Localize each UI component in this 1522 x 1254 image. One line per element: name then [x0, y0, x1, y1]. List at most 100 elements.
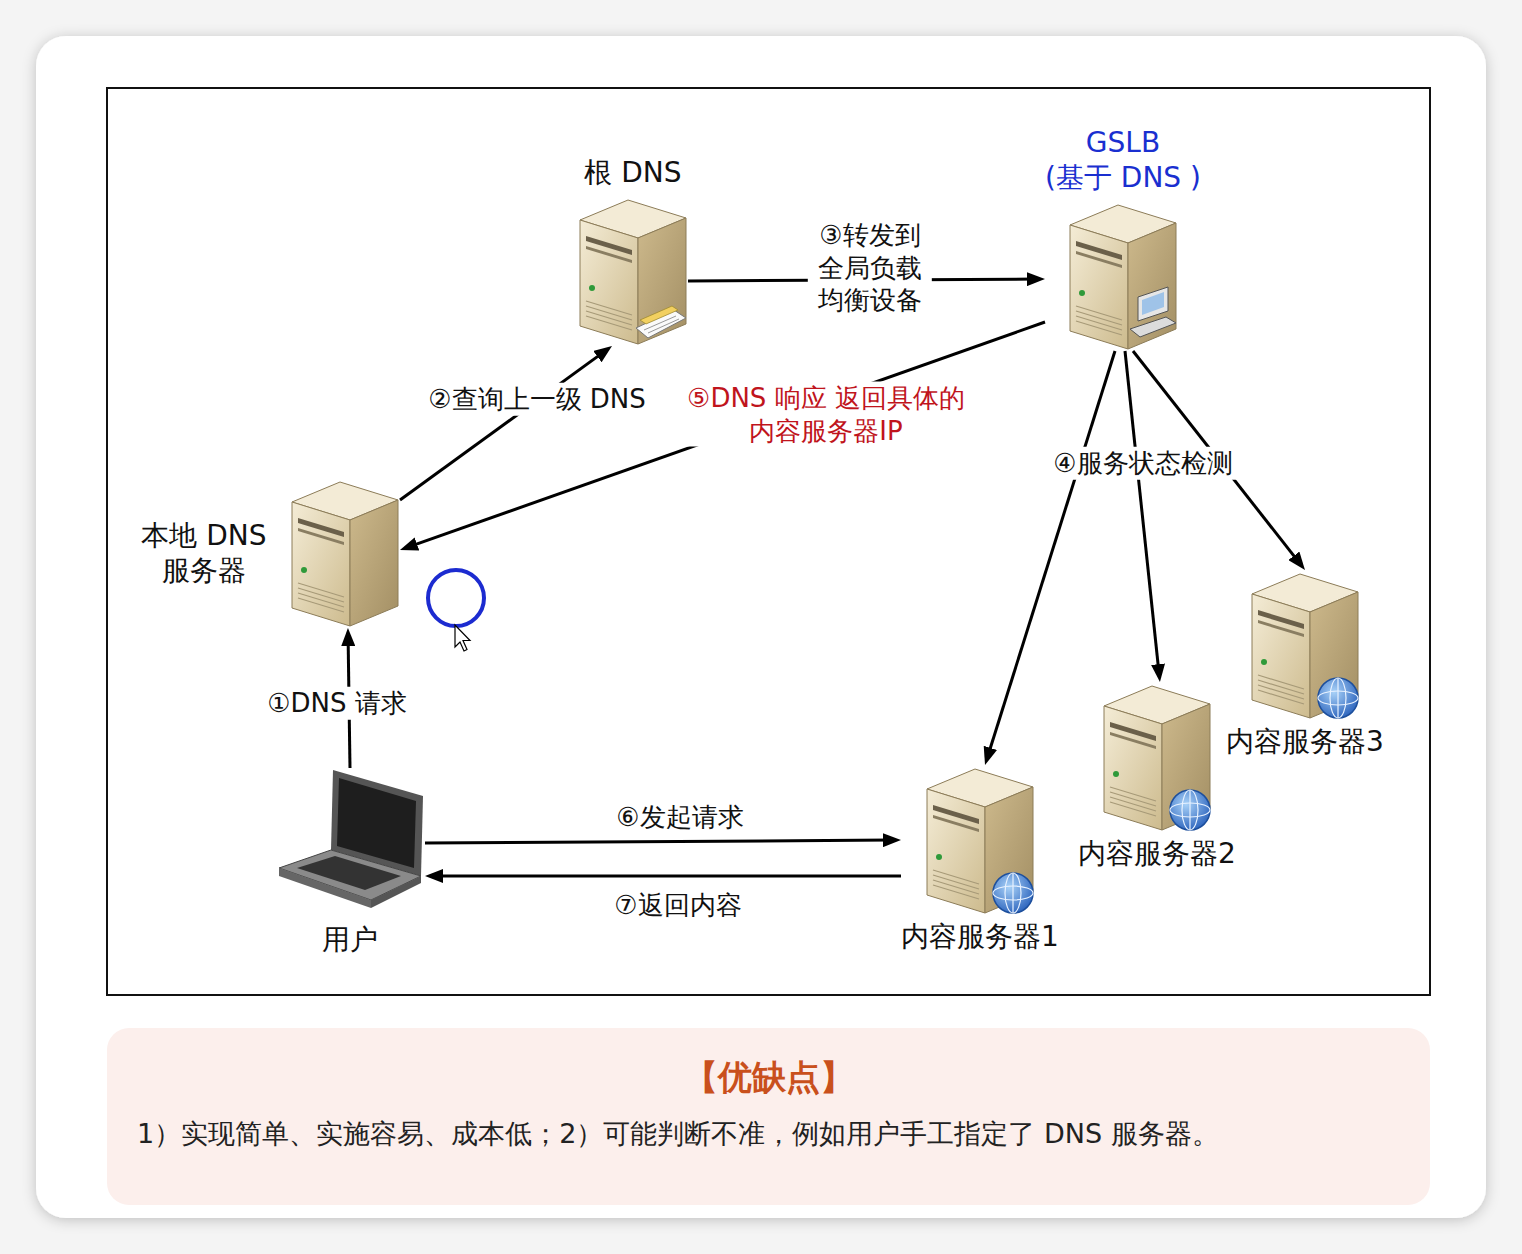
- icon-part: [298, 518, 344, 537]
- icon-holder: [1068, 201, 1178, 351]
- pointer-circle: [428, 570, 484, 626]
- arrow-connector: [425, 840, 891, 843]
- icon-part: [580, 220, 638, 344]
- edge-label: ③转发到 全局负载 均衡设备: [808, 219, 932, 317]
- arrow-connector: [988, 351, 1115, 756]
- icon-part: [298, 598, 344, 612]
- icon-part: [933, 815, 979, 832]
- arrow-connector: [1125, 351, 1159, 672]
- icon-part: [1130, 317, 1176, 337]
- icon-part: [1258, 690, 1304, 704]
- icon-part: [586, 316, 632, 330]
- diagram-frame: [107, 88, 1430, 995]
- icon-part: [1138, 287, 1168, 321]
- icon-part: [993, 873, 1033, 913]
- icon-part: [589, 285, 595, 291]
- server-node: 用户: [275, 768, 425, 957]
- server-node: 内容服务器2: [1078, 682, 1236, 871]
- mouse-cursor: [455, 625, 470, 651]
- label-group: 根 DNS: [584, 155, 681, 190]
- icon-part: [1170, 790, 1210, 830]
- label-group: 内容服务器3: [1226, 724, 1384, 759]
- edge-label: ②查询上一级 DNS: [423, 383, 651, 416]
- icon-holder: [275, 768, 425, 918]
- icon-part: [292, 502, 350, 626]
- icon-part: [1258, 620, 1304, 637]
- icon-part: [1252, 594, 1310, 718]
- icon-part: [279, 868, 371, 908]
- icon-part: [371, 876, 421, 908]
- icon-part: [1076, 241, 1122, 260]
- node-label: 本地 DNS 服务器: [134, 518, 274, 588]
- label-group: 【优缺点】 1）实现简单、实施容易、成本低；2）可能判断不准，例如用户手工指定了 …: [137, 1056, 1400, 1150]
- server-icon: [1102, 682, 1212, 832]
- icon-part: [1128, 223, 1176, 349]
- icon-part: [1189, 790, 1190, 830]
- icon-part: [1310, 592, 1358, 718]
- icon-part: [936, 854, 942, 860]
- icon-part: [927, 789, 985, 913]
- server-icon: [925, 765, 1035, 915]
- icon-part: [1110, 732, 1156, 749]
- server-icon: [290, 478, 400, 628]
- icon-part: [1076, 321, 1122, 335]
- arrow-connector: [435, 875, 901, 878]
- server-node: 根 DNS: [578, 155, 688, 346]
- server-node: 内容服务器1: [901, 765, 1059, 954]
- icon-part: [1070, 225, 1128, 349]
- note-panel: 【优缺点】 1）实现简单、实施容易、成本低；2）可能判断不准，例如用户手工指定了 …: [107, 1028, 1430, 1205]
- edge-label: ⑤DNS 响应 返回具体的内容服务器IP: [671, 382, 981, 447]
- icon-part: [1012, 873, 1013, 913]
- icon-part: [1337, 678, 1338, 718]
- icon-part: [1330, 678, 1346, 718]
- icon-part: [1110, 802, 1156, 816]
- node-label: GSLB: [1045, 125, 1201, 160]
- icon-holder: [290, 478, 400, 628]
- label-group: 本地 DNS 服务器: [134, 518, 274, 588]
- icon-part: [1182, 790, 1198, 830]
- icon-part: [933, 805, 979, 824]
- icon-part: [1110, 722, 1156, 741]
- icon-part: [1318, 678, 1358, 718]
- icon-part: [586, 246, 632, 263]
- server-icon: [578, 196, 688, 346]
- card: [36, 36, 1486, 1218]
- server-icon: [1068, 201, 1178, 351]
- icon-part: [1142, 292, 1164, 315]
- icon-part: [1258, 610, 1304, 629]
- label-group: 内容服务器1: [901, 919, 1059, 954]
- label-group: GSLB(基于 DNS ): [1045, 125, 1201, 195]
- icon-part: [1113, 771, 1119, 777]
- icon-part: [933, 885, 979, 899]
- arrow-connector: [409, 322, 1045, 547]
- edge-label: ①DNS 请求: [262, 687, 412, 720]
- icon-part: [1076, 251, 1122, 268]
- arrow-connector: [400, 352, 604, 500]
- server-node: 本地 DNS 服务器: [134, 478, 400, 628]
- icon-part: [1079, 290, 1085, 296]
- icon-part: [1104, 706, 1162, 830]
- icon-part: [350, 500, 398, 626]
- icon-holder: [925, 765, 1035, 915]
- icon-part: [1162, 704, 1210, 830]
- icon-part: [586, 236, 632, 255]
- server-node: GSLB(基于 DNS ): [1045, 125, 1201, 351]
- laptop-icon: [275, 768, 425, 918]
- label-group: 内容服务器2: [1078, 836, 1236, 871]
- node-label: 内容服务器1: [901, 919, 1059, 954]
- icon-part: [1005, 873, 1021, 913]
- icon-holder: [1250, 570, 1360, 720]
- server-node: 内容服务器3: [1226, 570, 1384, 759]
- panel-body: 1）实现简单、实施容易、成本低；2）可能判断不准，例如用户手工指定了 DNS 服…: [137, 1117, 1400, 1151]
- icon-part: [648, 319, 679, 333]
- edge-label: ⑦返回内容: [609, 889, 746, 922]
- panel-title: 【优缺点】: [137, 1056, 1400, 1099]
- icon-part: [301, 567, 307, 573]
- icon-holder: [1102, 682, 1212, 832]
- icon-part: [640, 306, 678, 324]
- icon-holder: [578, 196, 688, 346]
- label-group: 用户: [322, 922, 378, 957]
- node-label: 内容服务器3: [1226, 724, 1384, 759]
- node-label: 用户: [322, 922, 378, 957]
